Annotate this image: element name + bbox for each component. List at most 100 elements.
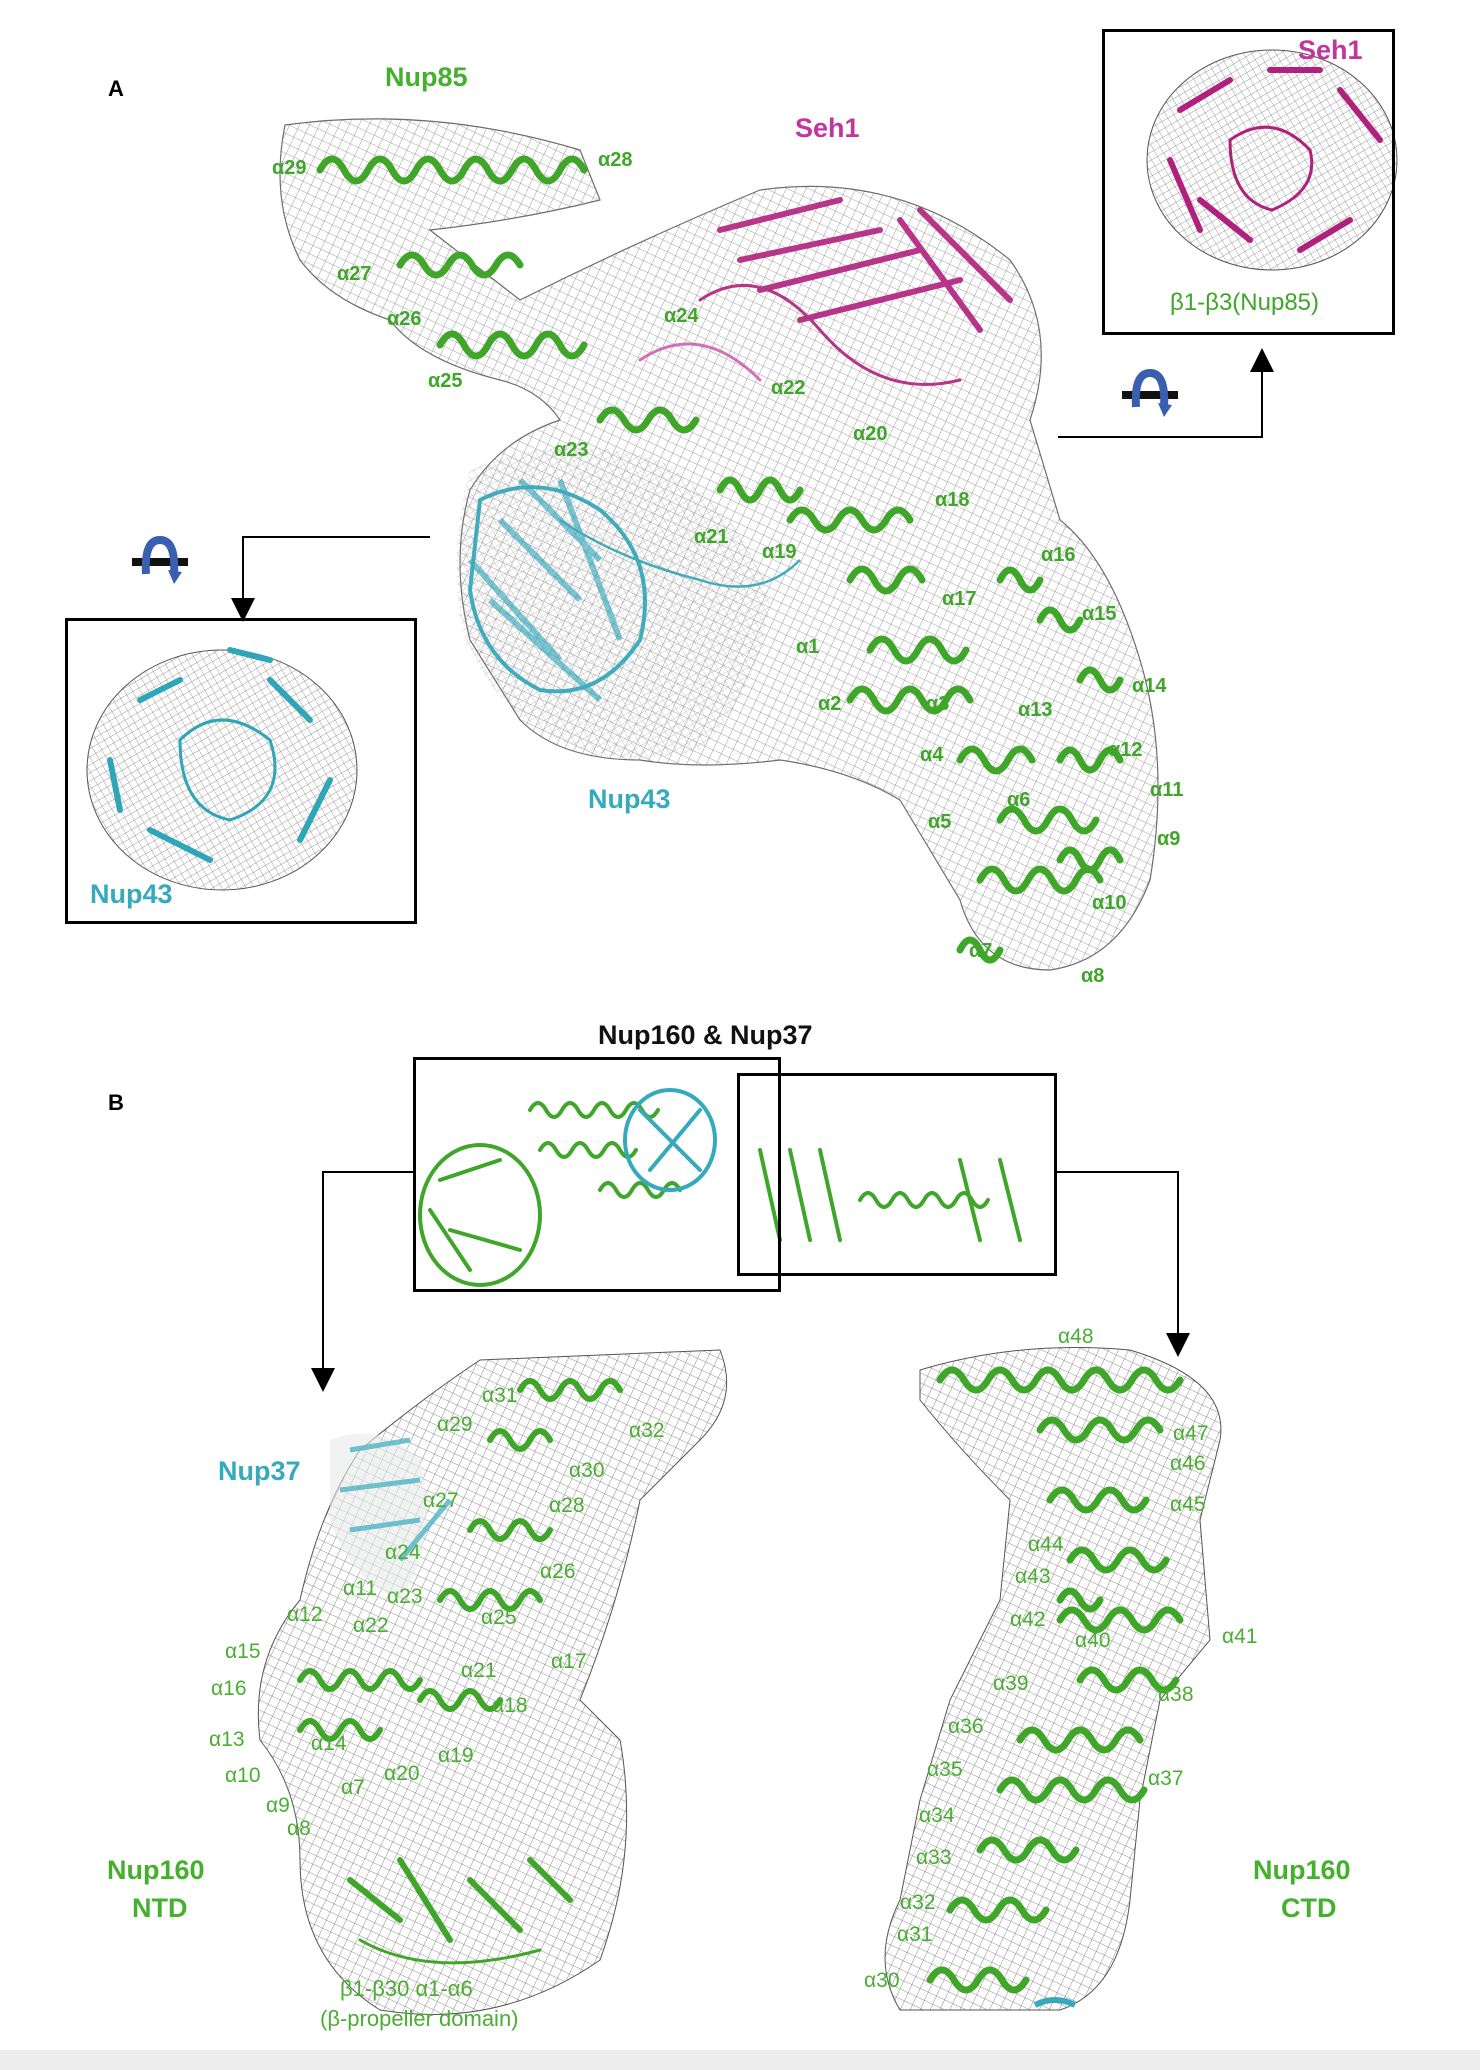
- helix-label: α29: [437, 1413, 473, 1436]
- helix-label: α3: [926, 693, 950, 715]
- helix-label: α30: [864, 1969, 900, 1992]
- helix-label: α27: [337, 263, 372, 285]
- helix-label: α22: [353, 1614, 389, 1637]
- helix-label: α31: [482, 1384, 518, 1407]
- rotation-icon: [132, 535, 188, 584]
- helix-label: α7: [969, 940, 993, 962]
- helix-label: α16: [211, 1677, 247, 1700]
- helix-label: α21: [694, 526, 729, 548]
- ctd-helices: [926, 1366, 1184, 1994]
- helix-label: α34: [919, 1804, 955, 1827]
- helix-label: α46: [1170, 1452, 1206, 1475]
- seh1-label: Seh1: [795, 113, 860, 143]
- helix-label: α14: [1132, 675, 1167, 697]
- helix-label: α15: [225, 1640, 261, 1663]
- seh1-inset-frame: [1102, 29, 1395, 335]
- helix-label: α17: [942, 588, 977, 610]
- helix-label: α28: [549, 1494, 585, 1517]
- helix-label: α29: [272, 157, 307, 179]
- helix-label: α18: [935, 489, 970, 511]
- helix-label: α13: [1018, 699, 1053, 721]
- helix-label: α19: [438, 1744, 474, 1767]
- helix-label: α25: [428, 370, 463, 392]
- helix-label: α31: [897, 1923, 933, 1946]
- overview-ctd-box: [737, 1073, 1057, 1276]
- rotation-icon: [1122, 368, 1178, 417]
- helix-label: α4: [920, 744, 944, 766]
- ntd-density-mesh: [257, 1349, 728, 2015]
- helix-label: α38: [1158, 1683, 1194, 1706]
- helix-label: α14: [311, 1732, 347, 1755]
- helix-label: α33: [916, 1846, 952, 1869]
- helix-label: α20: [384, 1762, 420, 1785]
- nup160-ntd-sub: NTD: [132, 1893, 188, 1923]
- helix-label: α10: [225, 1764, 261, 1787]
- seh1-inset-art: [1146, 49, 1398, 271]
- helix-label: α13: [209, 1728, 245, 1751]
- helix-label: α7: [341, 1776, 365, 1799]
- nup37-structure: [339, 1437, 452, 1562]
- helix-label: α32: [900, 1891, 936, 1914]
- helix-label: α5: [928, 811, 952, 833]
- helix-label: α23: [387, 1585, 423, 1608]
- ntd-caption-line1: β1-β30 α1-α6: [340, 1976, 473, 2001]
- helix-label: α42: [1010, 1608, 1046, 1631]
- nup85-helices: [316, 155, 1124, 964]
- nup160-ctd-name: Nup160: [1253, 1855, 1351, 1885]
- ctd-density-mesh: [884, 1347, 1222, 2011]
- helix-label: α8: [287, 1817, 311, 1840]
- helix-label: α23: [554, 439, 589, 461]
- helix-label: α6: [1007, 789, 1031, 811]
- helix-label: α27: [423, 1489, 459, 1512]
- helix-label: α32: [629, 1419, 665, 1442]
- helix-label: α35: [927, 1758, 963, 1781]
- helix-label: α45: [1170, 1493, 1206, 1516]
- arrow-icon: [1058, 348, 1274, 438]
- arrow-icon: [231, 536, 430, 622]
- helix-label: α11: [1150, 779, 1184, 801]
- helix-label: α15: [1082, 603, 1117, 625]
- panel-a-letter: A: [108, 76, 124, 101]
- helix-label: α22: [771, 377, 806, 399]
- helix-label: α43: [1015, 1565, 1051, 1588]
- helix-label: α20: [853, 423, 888, 445]
- helix-label: α8: [1081, 965, 1105, 987]
- helix-label: α1: [796, 636, 820, 658]
- helix-label: α36: [948, 1715, 984, 1738]
- helix-label: α12: [1108, 739, 1143, 761]
- nup37-label: Nup37: [218, 1456, 301, 1486]
- helix-label: α9: [266, 1794, 290, 1817]
- helix-label: α12: [287, 1603, 323, 1626]
- seh1-inset-caption: β1-β3(Nup85): [1170, 289, 1320, 316]
- helix-label: α16: [1041, 544, 1076, 566]
- helix-label: α18: [492, 1694, 528, 1717]
- helix-label: α28: [598, 149, 633, 171]
- helix-label: α37: [1148, 1767, 1184, 1790]
- arrow-icon: [1055, 1171, 1190, 1357]
- helix-label: α39: [993, 1672, 1029, 1695]
- nup43-inset-title: Nup43: [90, 879, 173, 909]
- helix-label: α26: [540, 1560, 576, 1583]
- helix-label: α19: [762, 541, 797, 563]
- nup160-ntd-name: Nup160: [107, 1855, 205, 1885]
- helix-label: α40: [1075, 1629, 1111, 1652]
- overview-title: Nup160 & Nup37: [598, 1020, 813, 1050]
- ntd-helices: [297, 1378, 623, 1965]
- helix-label: α41: [1222, 1625, 1258, 1648]
- helix-label: α9: [1157, 828, 1181, 850]
- seh1-inset-title: Seh1: [1298, 35, 1363, 65]
- helix-label: α2: [818, 693, 842, 715]
- panel-b-letter: B: [108, 1090, 124, 1115]
- helix-label: α24: [385, 1541, 421, 1564]
- helix-label: α44: [1028, 1533, 1064, 1556]
- nup160-ctd-sub: CTD: [1281, 1893, 1337, 1923]
- nup43-label: Nup43: [588, 784, 671, 814]
- nup85-label: Nup85: [385, 62, 468, 92]
- helix-label: α10: [1092, 892, 1127, 914]
- helix-label: α26: [387, 308, 422, 330]
- nup43-inset-art: [86, 647, 358, 891]
- helix-label: α47: [1173, 1422, 1209, 1445]
- bottom-bar: [0, 2050, 1480, 2070]
- overview-ntd-box: [413, 1057, 781, 1292]
